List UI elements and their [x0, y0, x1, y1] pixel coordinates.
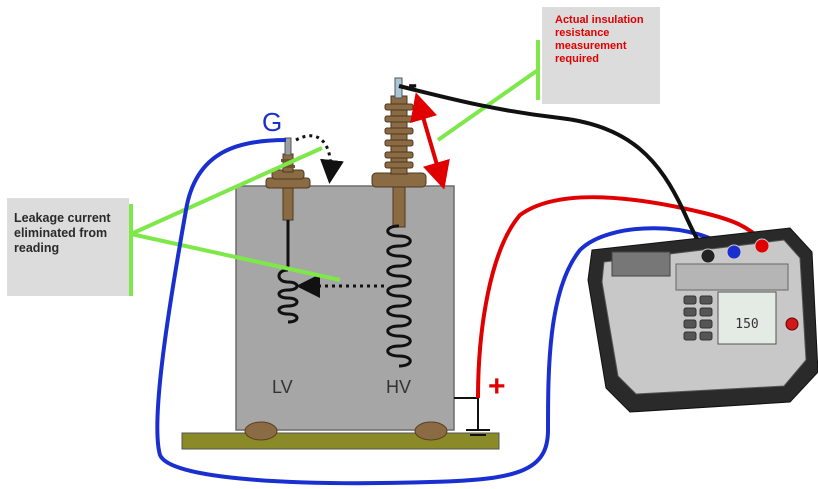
- measurement-callout: Actual insulation resistance measurement…: [542, 7, 660, 104]
- transformer-foot-right: [414, 421, 448, 441]
- tester-stop-button: [785, 317, 799, 331]
- guard-lead: [155, 138, 730, 486]
- insulation-tester: 150: [587, 227, 818, 413]
- guard-terminal-icon: [726, 244, 742, 260]
- leakage-callout: Leakage current eliminated from reading: [7, 198, 129, 296]
- lv-bushing: [265, 137, 311, 221]
- negative-terminal-label: -: [408, 68, 418, 99]
- negative-terminal-icon: [700, 248, 716, 264]
- positive-lead: [476, 195, 766, 399]
- guard-terminal-label: G: [262, 107, 283, 137]
- base-plate: [181, 432, 500, 450]
- lv-winding-label: LV: [272, 377, 293, 397]
- guard-path-arrow: [295, 134, 344, 184]
- leakage-callout-text: Leakage current eliminated from reading: [14, 211, 111, 255]
- hv-winding-label: HV: [386, 377, 412, 397]
- transformer-foot-left: [244, 421, 278, 441]
- negative-lead: [398, 84, 710, 258]
- tester-display: 150: [717, 291, 777, 345]
- transformer-tank: [235, 185, 455, 431]
- measurement-arrow: [410, 92, 450, 190]
- tester-display-reading: 150: [735, 317, 758, 332]
- measurement-callout-text: Actual insulation resistance measurement…: [555, 14, 644, 65]
- lv-coil: [277, 220, 299, 324]
- tester-keypad: [683, 295, 713, 341]
- positive-terminal-label: +: [488, 370, 506, 403]
- positive-terminal-icon: [754, 238, 770, 254]
- pointer-lines: [129, 40, 540, 296]
- hv-coil: [386, 224, 412, 368]
- ground-symbol: [454, 397, 490, 436]
